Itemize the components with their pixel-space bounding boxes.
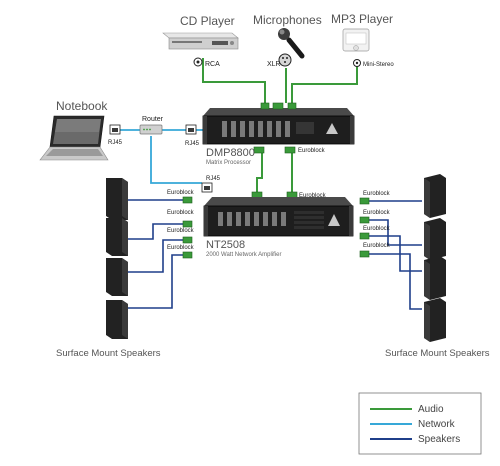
euroblock-connector-icon [260,102,297,110]
rca-jack-icon [193,57,203,67]
network-wires [120,129,203,184]
matrix-model-label: DMP8800 [206,147,255,159]
audio-wires [202,58,358,193]
euroblock-label-left-4: Euroblock [167,245,195,251]
speaker-icon [106,258,128,296]
legend-label-audio: Audio [418,404,444,415]
amplifier-model-label: NT2508 [206,239,245,251]
cd-player-icon [162,32,239,50]
matrix-processor-icon [202,108,355,145]
speaker-icon [424,174,446,218]
router-label: Router [142,116,164,123]
legend-label-speakers: Speakers [418,434,460,445]
euroblock-label-right-3: Euroblock [363,226,391,232]
rca-label: RCA [205,61,220,68]
notebook-icon [39,115,109,161]
legend-label-network: Network [418,419,456,430]
euroblock-label-left-3: Euroblock [167,228,195,234]
speaker-wires [128,199,422,310]
rj45-port-icon [185,124,197,135]
rj45-port-icon [201,182,213,193]
mini-stereo-label: Mini-Stereo [363,62,394,68]
xlr-connector-icon [278,53,292,67]
microphones-label: Microphones [253,13,322,27]
euroblock-connector-icon [182,196,193,259]
microphone-icon [278,28,305,59]
mini-stereo-jack-icon [353,59,361,67]
speaker-icon [106,178,128,220]
euroblock-label-left-2: Euroblock [167,210,195,216]
left-speakers-label: Surface Mount Speakers [56,348,161,359]
rj45-label-router: RJ45 [185,141,200,147]
rj45-port-icon [109,124,121,135]
mp3-player-icon [342,28,370,52]
euroblock-label-amp-input: Euroblock [299,193,327,199]
legend: Audio Network Speakers [358,392,482,455]
euroblock-label-right-4: Euroblock [363,243,391,249]
rj45-label-notebook: RJ45 [108,140,123,146]
euroblock-label-right-2: Euroblock [363,210,391,216]
speaker-icon [424,256,446,300]
speaker-icon [424,218,446,260]
speaker-icon [106,300,128,339]
euroblock-connector-icon [253,146,296,154]
mp3-player-label: MP3 Player [331,12,393,26]
speaker-icon [424,298,446,342]
xlr-label: XLR [267,61,281,68]
matrix-desc-label: Matrix Processor [206,160,251,166]
amplifier-icon [203,197,354,237]
euroblock-label-right-1: Euroblock [363,191,391,197]
euroblock-connector-icon [359,197,370,258]
speaker-icon [106,218,128,256]
euroblock-label-matrix: Euroblock [298,148,326,154]
notebook-label: Notebook [56,99,108,113]
router-icon [139,124,163,135]
euroblock-label-left-1: Euroblock [167,190,195,196]
right-speakers-label: Surface Mount Speakers [385,348,490,359]
cd-player-label: CD Player [180,14,235,28]
rj45-label-amplifier: RJ45 [206,176,221,182]
amplifier-desc-label: 2000 Watt Network Amplifier [206,252,281,258]
